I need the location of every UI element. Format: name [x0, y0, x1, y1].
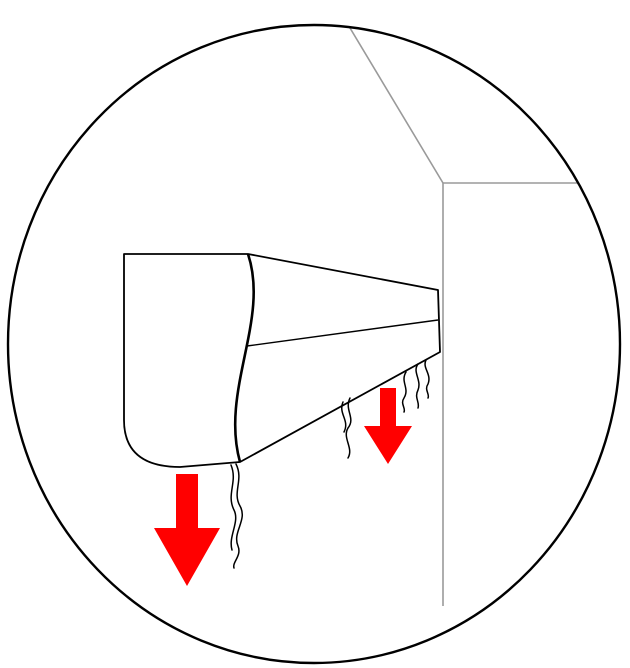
cable-right	[403, 372, 406, 412]
cable-right-2	[416, 364, 419, 408]
cable-right-3	[425, 360, 429, 398]
down-arrow-icon	[364, 388, 412, 464]
cable-mid-2	[342, 402, 346, 432]
cable-left-2	[231, 465, 236, 550]
cable-mid	[346, 398, 351, 458]
down-arrow-icon	[154, 474, 220, 586]
